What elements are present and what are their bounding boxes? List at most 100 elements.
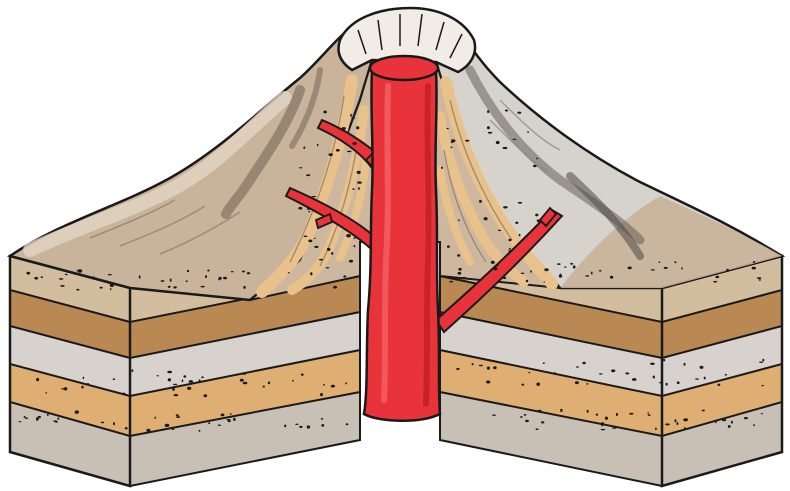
speckle [100,287,103,289]
speckle [726,269,729,272]
speckle [612,428,617,429]
speckle [347,151,352,153]
speckle [715,421,717,424]
speckle [744,417,748,419]
speckle [718,384,721,386]
speckle [533,165,537,167]
speckle [343,275,346,277]
speckle [221,414,225,417]
speckle [521,384,524,386]
speckle [218,277,220,280]
speckle [187,270,189,272]
speckle [575,381,579,384]
speckle [599,270,602,272]
speckle [629,413,633,415]
speckle [83,377,85,380]
speckle [161,280,165,282]
speckle [53,420,57,421]
speckle [358,187,360,190]
speckle [611,369,615,372]
speckle [725,374,728,376]
speckle [59,278,64,280]
speckle [354,245,356,247]
speckle [314,246,318,248]
speckle [36,378,39,381]
speckle [683,418,688,421]
speckle [76,270,78,271]
speckle [535,214,538,217]
speckle [610,276,613,279]
speckle [101,422,104,424]
speckle [650,363,655,365]
speckle [628,267,632,270]
speckle [204,394,208,397]
speckle [81,386,83,389]
speckle [113,422,115,425]
speckle [87,383,90,384]
speckle [573,265,576,268]
speckle [292,380,294,382]
speckle [333,286,337,289]
speckle [24,416,26,418]
speckle [491,261,495,264]
speckle [263,386,265,388]
speckle [125,427,128,429]
speckle [154,417,156,419]
speckle [458,272,462,275]
speckle [108,274,112,275]
speckle [663,359,665,362]
speckle [207,270,210,272]
speckle [75,410,79,413]
speckle [299,167,303,168]
speckle [228,419,231,422]
speckle [268,382,270,385]
speckle [493,366,497,369]
speckle [560,409,562,412]
speckle [242,271,245,273]
speckle [156,375,159,376]
speckle [183,375,186,377]
speckle [472,363,474,365]
speckle [113,378,116,380]
speckle [674,261,676,263]
speckle [199,430,201,432]
speckle [753,261,756,263]
speckle [487,110,489,113]
speckle [536,428,539,430]
speckle [307,425,310,428]
speckle [559,275,562,278]
speckle [167,371,172,373]
speckle [168,378,171,381]
speckle [762,385,764,386]
speckle [461,277,466,278]
speckle [487,367,490,370]
speckle [146,429,150,432]
speckle [304,236,308,238]
speckle [354,237,356,239]
speckle [536,158,538,160]
speckle [651,269,655,270]
speckle [110,288,112,290]
speckle [172,429,175,430]
speckle [585,275,589,276]
speckle [524,414,527,416]
speckle [479,200,482,203]
speckle [336,149,340,152]
speckle [326,267,330,268]
speckle [564,266,566,268]
speckle [247,272,250,274]
speckle [323,384,325,386]
speckle [306,174,310,176]
speckle [165,424,170,427]
speckle [586,383,588,385]
speckle [308,240,312,243]
speckle [515,222,518,224]
speckle [759,362,763,363]
speckle [458,268,461,271]
speckle [320,393,323,396]
speckle [303,147,305,149]
speckle [587,410,589,413]
speckle [187,387,191,390]
speckle [352,188,355,189]
speckle [715,276,719,279]
